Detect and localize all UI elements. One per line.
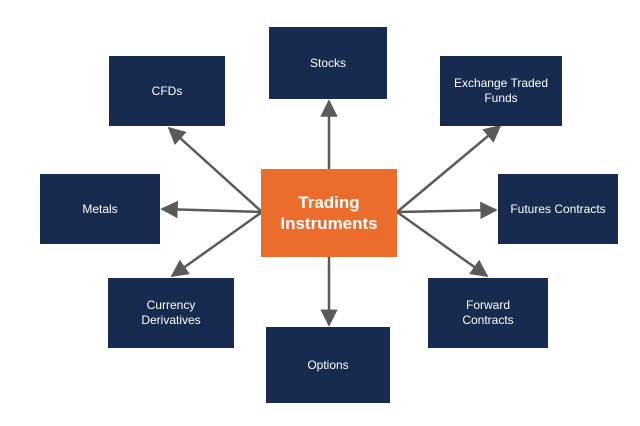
node-forward-contracts: Forward Contracts	[428, 278, 548, 348]
center-node-trading-instruments: Trading Instruments	[261, 169, 397, 257]
node-label-cfds: CFDs	[151, 83, 183, 98]
arrow-to-currency	[170, 210, 263, 278]
node-futures-contracts: Futures Contracts	[498, 174, 618, 244]
node-label-stocks: Stocks	[309, 55, 346, 70]
node-options: Options	[266, 327, 390, 403]
arrow-to-futures	[396, 201, 498, 220]
node-currency-derivatives: Currency Derivatives	[108, 278, 234, 348]
node-label-metals: Metals	[82, 201, 118, 216]
arrow-to-etf	[396, 124, 502, 213]
node-label-options: Options	[307, 357, 349, 372]
arrow-to-metals	[160, 200, 263, 219]
node-metals: Metals	[40, 174, 160, 244]
node-label-etf: Exchange Traded Funds	[453, 76, 549, 105]
node-exchange-traded-funds: Exchange Traded Funds	[440, 56, 562, 126]
node-label-forward: Forward Contracts	[462, 298, 514, 327]
arrow-to-forward	[396, 210, 489, 278]
node-label-futures: Futures Contracts	[510, 201, 606, 216]
center-label: Trading Instruments	[280, 193, 378, 233]
node-stocks: Stocks	[269, 27, 387, 99]
node-cfds: CFDs	[109, 56, 225, 126]
arrow-to-cfds	[167, 126, 263, 213]
node-label-currency: Currency Derivatives	[141, 298, 201, 327]
